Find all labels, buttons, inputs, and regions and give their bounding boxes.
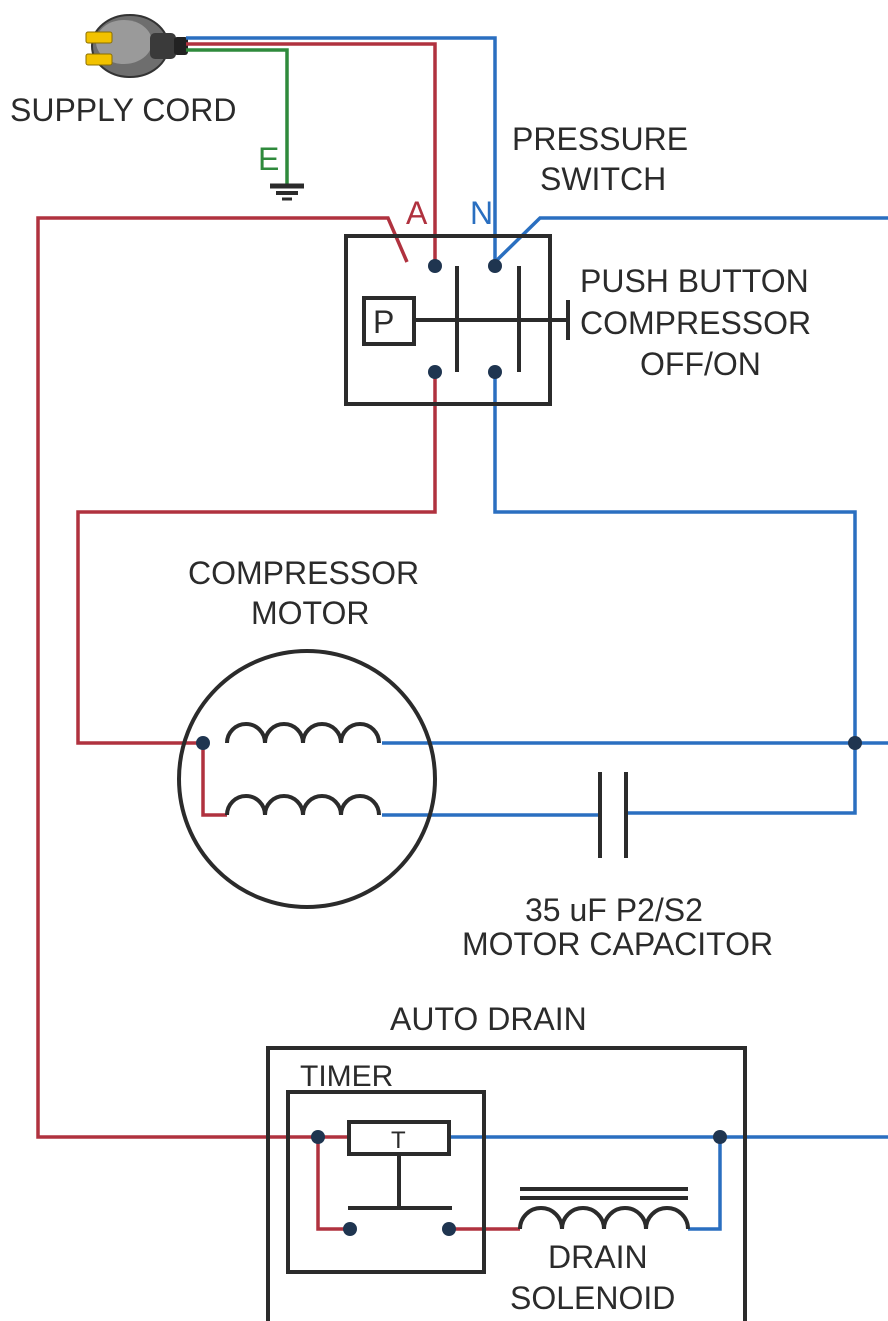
neutral-supply-wire [186,36,497,262]
solenoid-label-2: SOLENOID [510,1280,675,1316]
plug-icon [85,14,188,78]
capacitor-label-1: 35 uF P2/S2 [525,892,703,928]
pressure-sensor-letter: P [373,304,394,340]
pressure-switch-label-1: PRESSURE [512,121,688,157]
neutral-label: N [470,195,493,231]
neutral-junction-dot [848,736,862,750]
drain-solenoid [518,1187,690,1230]
earth-wire [186,48,289,185]
push-button-label-1: PUSH BUTTON [580,263,809,299]
push-button-label-3: OFF/ON [640,346,761,382]
earth-ground-icon [270,183,304,201]
timer-letter: T [391,1127,406,1154]
supply-cord-label: SUPPLY CORD [10,92,236,128]
active-timer-wire [316,1135,350,1231]
compressor-label-1: COMPRESSOR [188,555,419,591]
motor-capacitor [598,772,628,858]
solenoid-junction-dot [713,1130,727,1144]
compressor-label-2: MOTOR [251,595,370,631]
neutral-main-wire [493,216,888,264]
switch-terminal-n-out [488,365,502,379]
motor-junction-dot [196,736,210,750]
push-button-label-2: COMPRESSOR [580,305,811,341]
neutral-compressor-wire [493,375,857,815]
switch-terminal-a-out [428,365,442,379]
timer-label: TIMER [300,1060,393,1093]
pressure-switch-label-2: SWITCH [540,161,666,197]
earth-label: E [258,141,279,177]
start-winding-coil [225,794,381,816]
active-start-winding-wire [201,743,227,817]
push-button-switch [414,266,570,372]
auto-drain-box [266,1046,747,1321]
timer-terminal-left [343,1222,357,1236]
timer-terminal-right [442,1222,456,1236]
timer-box [286,1090,486,1274]
neutral-solenoid-wire [688,1137,722,1231]
switch-terminal-n-in [488,259,502,273]
run-winding-coil [225,722,381,744]
timer-contact [348,1154,452,1210]
solenoid-label-1: DRAIN [548,1239,648,1275]
active-main-wire [36,216,409,1139]
switch-terminal-a-in [428,259,442,273]
auto-drain-label: AUTO DRAIN [390,1001,587,1037]
active-supply-wire [186,42,437,262]
active-label: A [406,195,428,231]
timer-junction-dot [311,1130,325,1144]
compressor-motor-circle [177,649,437,909]
capacitor-label-2: MOTOR CAPACITOR [462,926,773,962]
active-compressor-wire [76,375,437,745]
